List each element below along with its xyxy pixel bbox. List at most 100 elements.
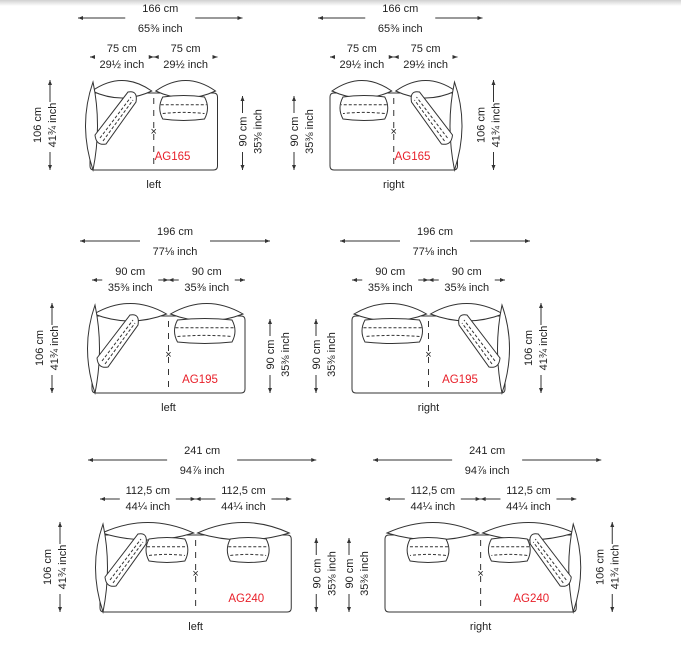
cushion-stitching (109, 538, 144, 584)
seat-depth-inch: 35⅜ inch (280, 332, 292, 377)
depth-cm: 106 cm (594, 549, 606, 585)
armrest (449, 80, 463, 172)
module-width-inch: 44¼ inch (125, 501, 170, 513)
sofa-outline (85, 80, 218, 172)
center-mark-icon: × (192, 568, 198, 580)
seat-depth-inch: 35⅜ inch (326, 332, 338, 377)
module-width-cm: 90 cm (452, 266, 482, 278)
center-mark-icon: × (425, 349, 431, 361)
depth-cm: 106 cm (32, 107, 44, 143)
armrest (568, 522, 582, 614)
model-code: AG195 (182, 374, 218, 386)
module-width-cm: 90 cm (192, 266, 222, 278)
total-width-cm: 241 cm (184, 445, 220, 457)
total-width-cm: 196 cm (157, 226, 193, 238)
side-label: right (470, 621, 491, 633)
module-width-inch: 44¼ inch (221, 501, 266, 513)
armrest (95, 522, 108, 614)
cushion-stitching (228, 546, 269, 556)
model-code: AG165 (395, 151, 431, 163)
module-width-cm: 112,5 cm (221, 485, 265, 497)
cushion-stitching (341, 104, 387, 114)
sofa-outline (351, 303, 510, 395)
depth-cm: 106 cm (42, 549, 54, 585)
module-width-inch: 29½ inch (403, 59, 448, 71)
module-width-inch: 29½ inch (340, 59, 385, 71)
module-width-cm: 112,5 cm (411, 485, 455, 497)
center-mark-icon: × (477, 568, 483, 580)
total-width-inch: 77⅛ inch (153, 246, 198, 258)
module-width-inch: 35⅜ inch (444, 282, 489, 294)
seat-depth-cm: 90 cm (238, 117, 250, 147)
module-width-inch: 29½ inch (163, 59, 208, 71)
armrest (85, 80, 98, 172)
seat-cushion (406, 537, 450, 563)
back-cushion (100, 522, 196, 541)
back-cushion (91, 80, 153, 99)
center-mark-icon: × (165, 349, 171, 361)
module-width-inch: 35⅜ inch (368, 282, 413, 294)
module-width-cm: 90 cm (115, 266, 145, 278)
cushion-stitching (160, 104, 207, 114)
sofa-outline (384, 522, 582, 614)
cushion-stitching (489, 546, 530, 556)
back-cushion (394, 80, 457, 99)
armrest (497, 303, 510, 395)
module-width-inch: 44¼ inch (410, 501, 455, 513)
depth-inch: 41¾ inch (609, 545, 621, 590)
back-cushion (385, 522, 481, 541)
module-width-cm: 90 cm (375, 266, 405, 278)
seat-cushion (174, 318, 236, 344)
seat-cushion (145, 537, 189, 563)
back-cushion (429, 303, 505, 322)
seat-depth-inch: 35⅜ inch (304, 109, 316, 154)
seat-cushion (339, 95, 389, 121)
total-width-cm: 166 cm (382, 3, 418, 15)
seat-depth-cm: 90 cm (289, 117, 301, 147)
seat-cushion (226, 537, 270, 563)
back-cushion (92, 303, 168, 322)
module-width-cm: 75 cm (107, 43, 137, 55)
module-width-cm: 112,5 cm (126, 485, 170, 497)
side-label: right (383, 179, 404, 191)
seat-depth-cm: 90 cm (311, 340, 323, 370)
seat-depth-cm: 90 cm (265, 340, 277, 370)
module-width-inch: 29½ inch (100, 59, 145, 71)
total-width-inch: 94⅞ inch (180, 465, 225, 477)
sofa-outline (329, 80, 463, 172)
top-edge-shadow (0, 0, 681, 6)
depth-cm: 106 cm (34, 330, 46, 366)
cushion-stitching (461, 319, 496, 365)
cushion-stitching (99, 96, 134, 142)
total-width-cm: 166 cm (142, 3, 178, 15)
seat-depth-inch: 35⅜ inch (253, 109, 265, 154)
seat-depth-cm: 90 cm (344, 559, 356, 589)
seat-cushion (487, 537, 531, 563)
back-cushion (196, 522, 291, 541)
module-width-inch: 44¼ inch (506, 501, 551, 513)
side-label: left (188, 621, 203, 633)
total-width-inch: 77⅛ inch (413, 246, 458, 258)
module-width-inch: 35⅜ inch (108, 282, 153, 294)
depth-inch: 41¾ inch (47, 103, 59, 148)
cushion-stitching (101, 319, 136, 365)
module-width-cm: 75 cm (347, 43, 377, 55)
module-width-inch: 35⅜ inch (184, 282, 229, 294)
cushion-stitching (414, 96, 448, 142)
total-width-inch: 94⅞ inch (465, 465, 510, 477)
seat-depth-inch: 35⅜ inch (326, 551, 338, 596)
cushion-stitching (175, 327, 234, 337)
center-mark-icon: × (391, 126, 397, 138)
seat-depth-inch: 35⅜ inch (359, 551, 371, 596)
seat-cushion (159, 95, 208, 121)
sofa-outline (87, 303, 246, 395)
side-label: left (161, 402, 176, 414)
model-code: AG165 (155, 151, 191, 163)
depth-cm: 106 cm (476, 107, 488, 143)
